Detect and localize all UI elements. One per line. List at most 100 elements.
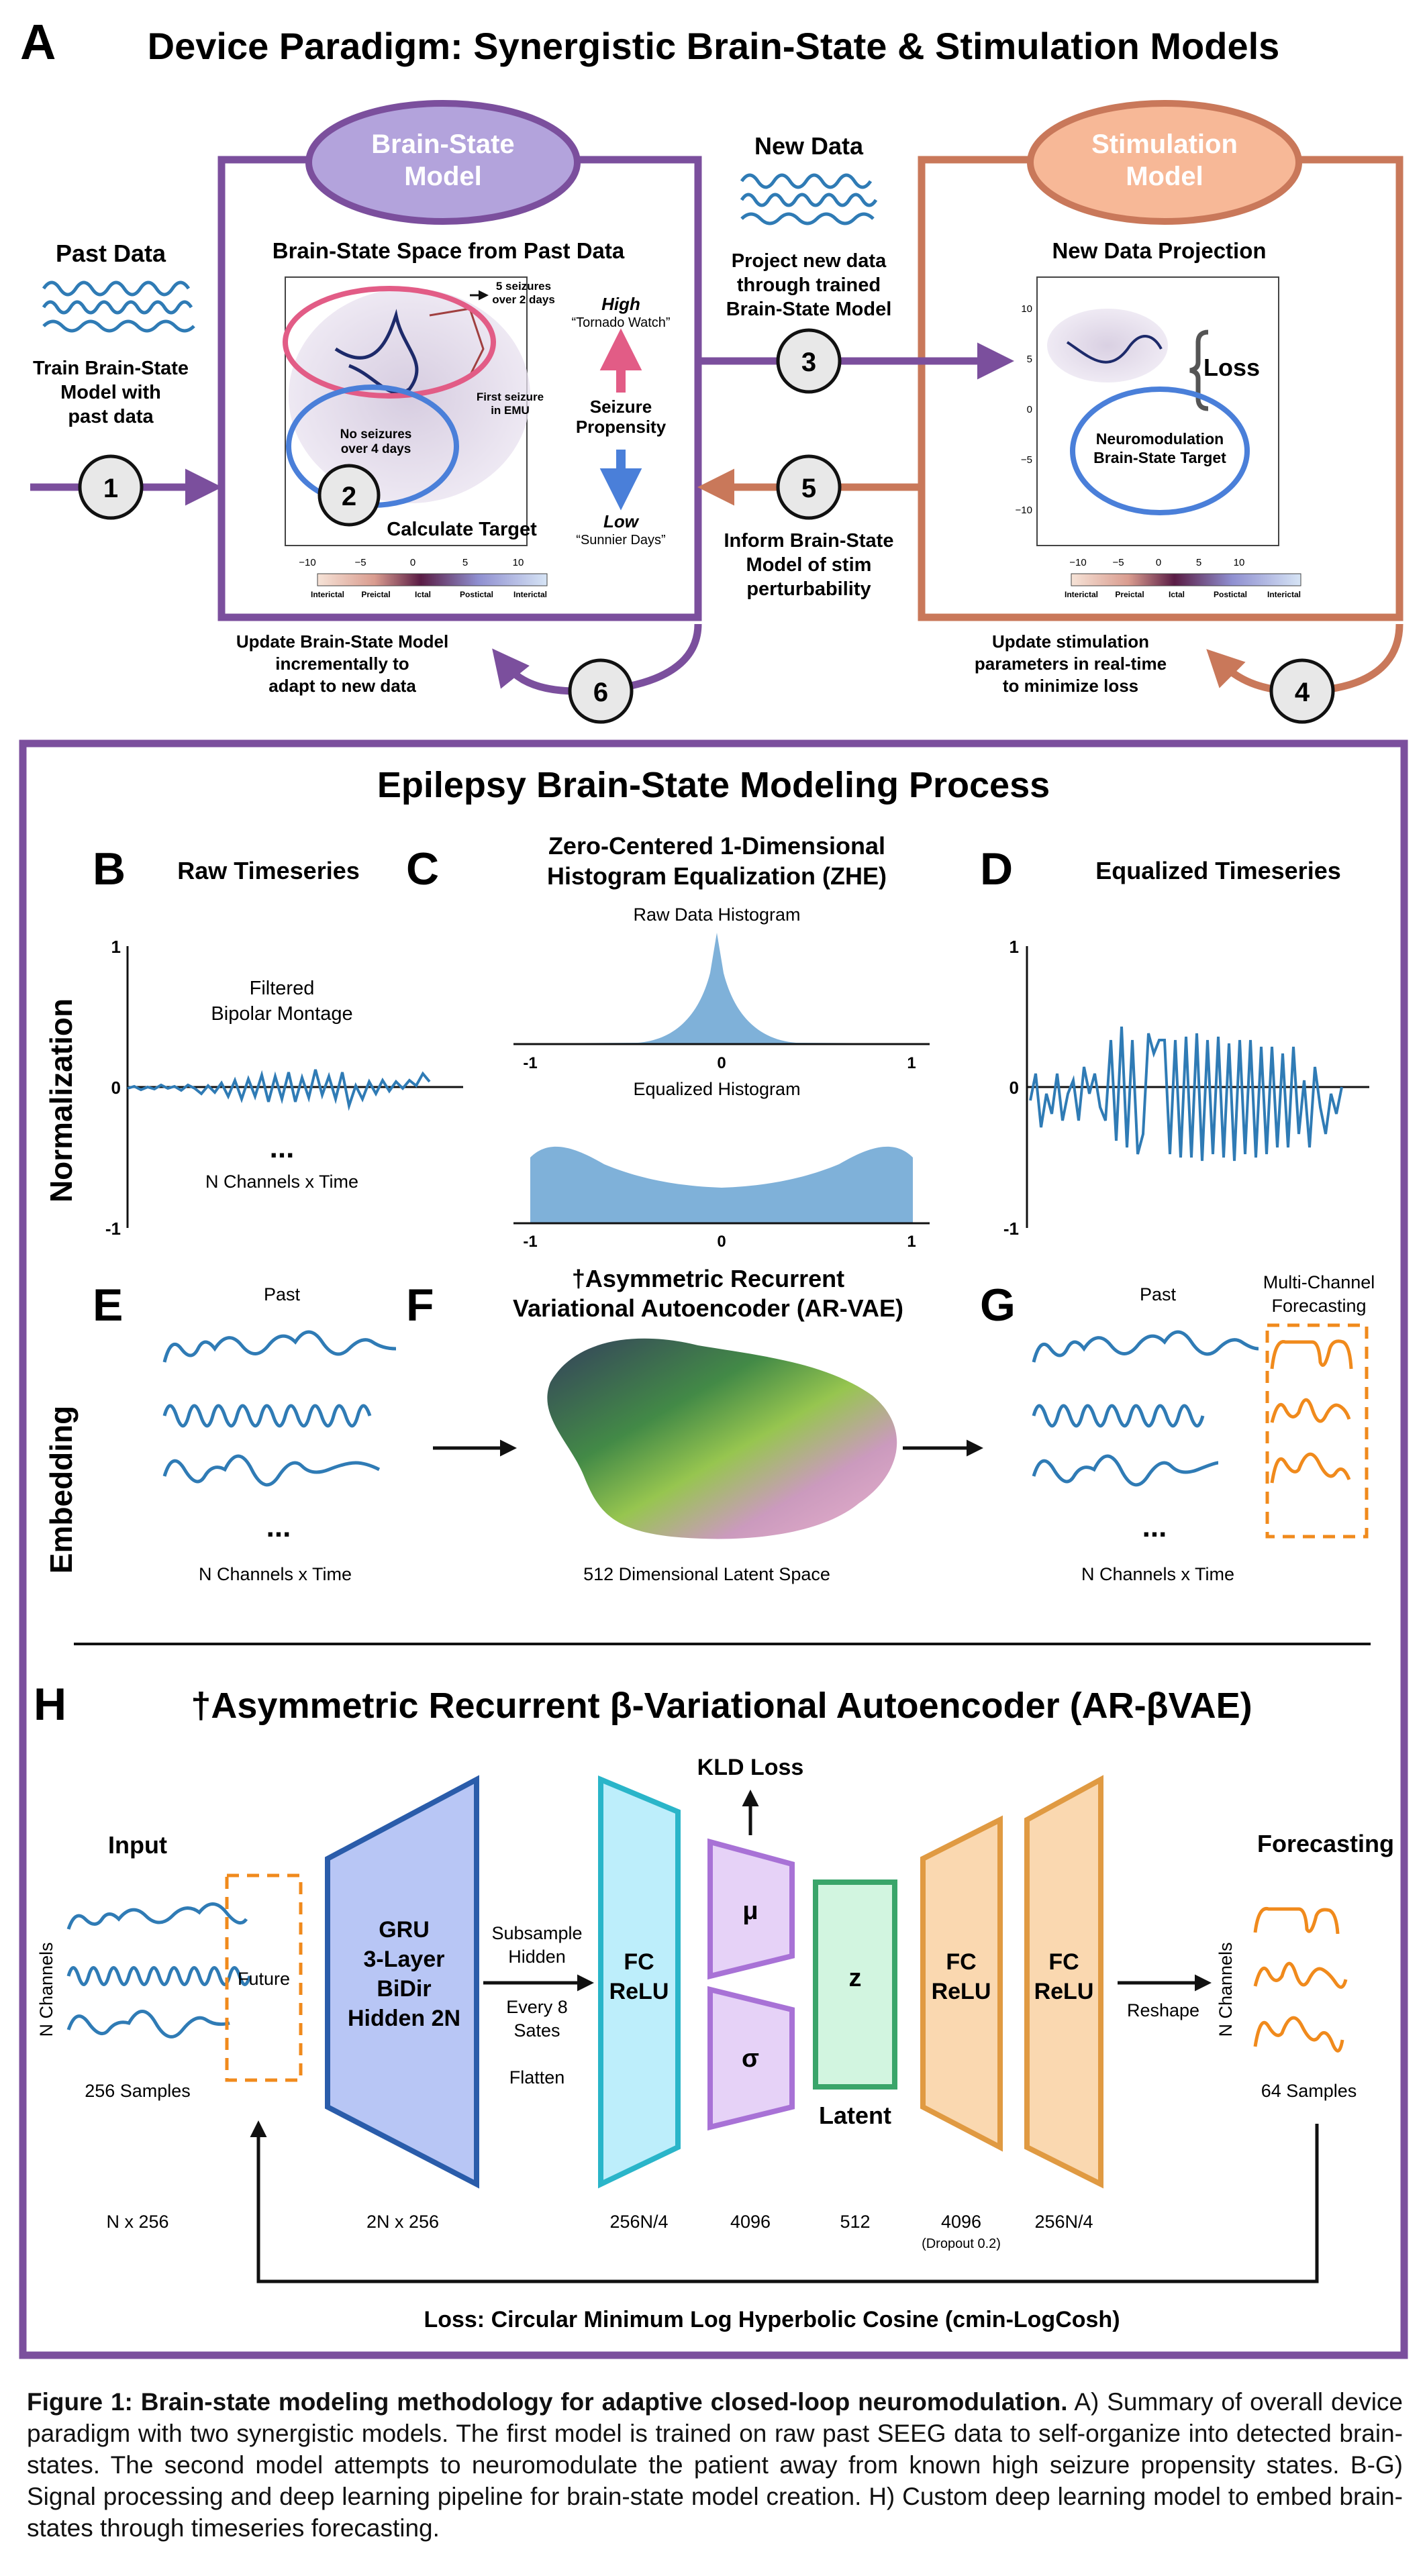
seiz5-label-1: 5 seizures [496,280,551,293]
n-channels-left: N Channels [36,1942,56,2037]
raw-hist-label: Raw Data Histogram [633,905,800,925]
panel-letter-h: H [34,1679,66,1730]
e-past: Past [264,1284,301,1304]
svg-text:6: 6 [593,678,608,707]
n-channels-right: N Channels [1216,1942,1236,2037]
gru-label-1: GRU [379,1917,430,1943]
svg-text:Ictal: Ictal [1169,590,1185,599]
train-label-1: Train Brain-State [33,358,189,379]
panel-a-title: Device Paradigm: Synergistic Brain-State… [148,25,1280,67]
svg-text:N x 256: N x 256 [106,2212,168,2232]
flatten-label: Flatten [509,2067,565,2088]
svg-text:10: 10 [1234,557,1245,568]
fc-cyan-label-1: FC [624,1949,654,1975]
g-forecast-1: Multi-Channel [1263,1272,1375,1292]
brain-state-model-label-1: Brain-State [371,130,514,159]
fc-orange-block-2 [1024,1775,1103,2189]
panel-letter-d: D [980,843,1013,894]
g-forecast-2: Forecasting [1271,1296,1366,1316]
svg-text:-1: -1 [523,1233,537,1251]
eq-hist-label: Equalized Histogram [633,1079,800,1099]
update-brain-2: incrementally to [275,654,409,674]
neuromod-label-2: Brain-State Target [1093,449,1226,466]
g-dots: ... [1142,1510,1167,1543]
normalization-label: Normalization [44,998,79,1202]
high-arrow [599,328,642,393]
svg-text:5: 5 [801,474,816,503]
every-2: Sates [513,2020,560,2041]
g-past-waves [1032,1330,1259,1487]
equalized-histogram [530,1146,913,1223]
z-label: z [849,1964,862,1992]
latent-space-cloud [547,1338,897,1539]
project-label-2: through trained [737,274,881,296]
figure-caption: Figure 1: Brain-state modeling methodolo… [27,2386,1403,2544]
panel-letter-e: E [93,1280,123,1331]
brain-state-model-ellipse [305,100,581,225]
no-seizures-label-1: No seizures [340,427,412,442]
svg-text:10: 10 [1021,303,1032,315]
brain-space-title: Brain-State Space from Past Data [273,238,625,263]
latent-space-label: 512 Dimensional Latent Space [583,1564,830,1584]
svg-text:0: 0 [410,557,415,568]
panel-h-title: †Asymmetric Recurrent β-Variational Auto… [191,1686,1252,1726]
equalized-timeseries-title: Equalized Timeseries [1095,857,1341,884]
seizure-propensity-1: Seizure [590,397,652,417]
step-2-circle: 2 [317,464,381,527]
e-waves [162,1330,397,1487]
b-ticks: 1 0 -1 [105,937,121,1239]
step-3-circle: 3 [776,328,842,394]
g-past: Past [1140,1284,1177,1304]
filtered-2: Bipolar Montage [211,1003,352,1025]
sigma-block [707,1986,795,2131]
panel-letter-b: B [93,843,126,894]
first-seizure-label-1: First seizure [477,391,544,403]
inform-label-1: Inform Brain-State [724,530,894,552]
svg-text:Preictal: Preictal [1115,590,1144,599]
fc-orange-2-label-2: ReLU [1034,1979,1094,2004]
input-waves [66,1902,252,2039]
new-data-label: New Data [754,132,864,160]
low-label: Low [603,511,640,531]
no-seizures-label-2: over 4 days [341,442,411,456]
step-1-circle: 1 [78,454,144,520]
g-forecast-waves [1270,1339,1353,1484]
sigma-label: σ [742,2045,759,2073]
svg-text:-1: -1 [105,1219,121,1239]
g-forecast-box [1265,1323,1369,1539]
svg-text:Ictal: Ictal [415,590,431,599]
forecasting-label: Forecasting [1257,1830,1394,1857]
svg-text:Postictal: Postictal [1214,590,1247,599]
b-dots: ... [270,1131,295,1164]
update-brain-1: Update Brain-State Model [236,631,448,652]
svg-text:Interictal: Interictal [513,590,547,599]
dropout-label: (Dropout 0.2) [922,2236,1001,2251]
svg-text:−5: −5 [1021,454,1032,466]
panel-letter-c: C [406,843,439,894]
process-title: Epilepsy Brain-State Modeling Process [377,765,1050,805]
tornado-label: “Tornado Watch” [571,315,670,330]
new-data-waves [740,173,878,225]
project-label-1: Project new data [732,250,887,272]
svg-text:256N/4: 256N/4 [609,2212,668,2232]
samples-256: 256 Samples [85,2081,191,2101]
svg-text:Preictal: Preictal [361,590,390,599]
subsample-2: Hidden [508,1947,566,1967]
past-data-waves [42,280,195,333]
zhe-title-2: Histogram Equalization (ZHE) [547,862,887,890]
inform-label-2: Model of stim [746,554,872,576]
reshape-label: Reshape [1127,2000,1199,2020]
stimulation-model-label-2: Model [1126,162,1203,191]
fc-cyan-label-2: ReLU [609,1979,669,2004]
neuromod-label-1: Neuromodulation [1096,430,1224,448]
stimulation-model-label-1: Stimulation [1091,130,1238,159]
brain-space-red-trace [429,307,485,376]
panel-letter-g: G [980,1280,1016,1331]
caption-text: A) Summary of overall device paradigm wi… [27,2388,1403,2542]
brain-state-model-label-2: Model [404,162,482,191]
fc-orange-block-1 [920,1815,1003,2152]
zhe-title-1: Zero-Centered 1-Dimensional [548,832,885,860]
step-5-circle: 5 [776,454,842,520]
step-4-circle: 4 [1269,658,1335,724]
